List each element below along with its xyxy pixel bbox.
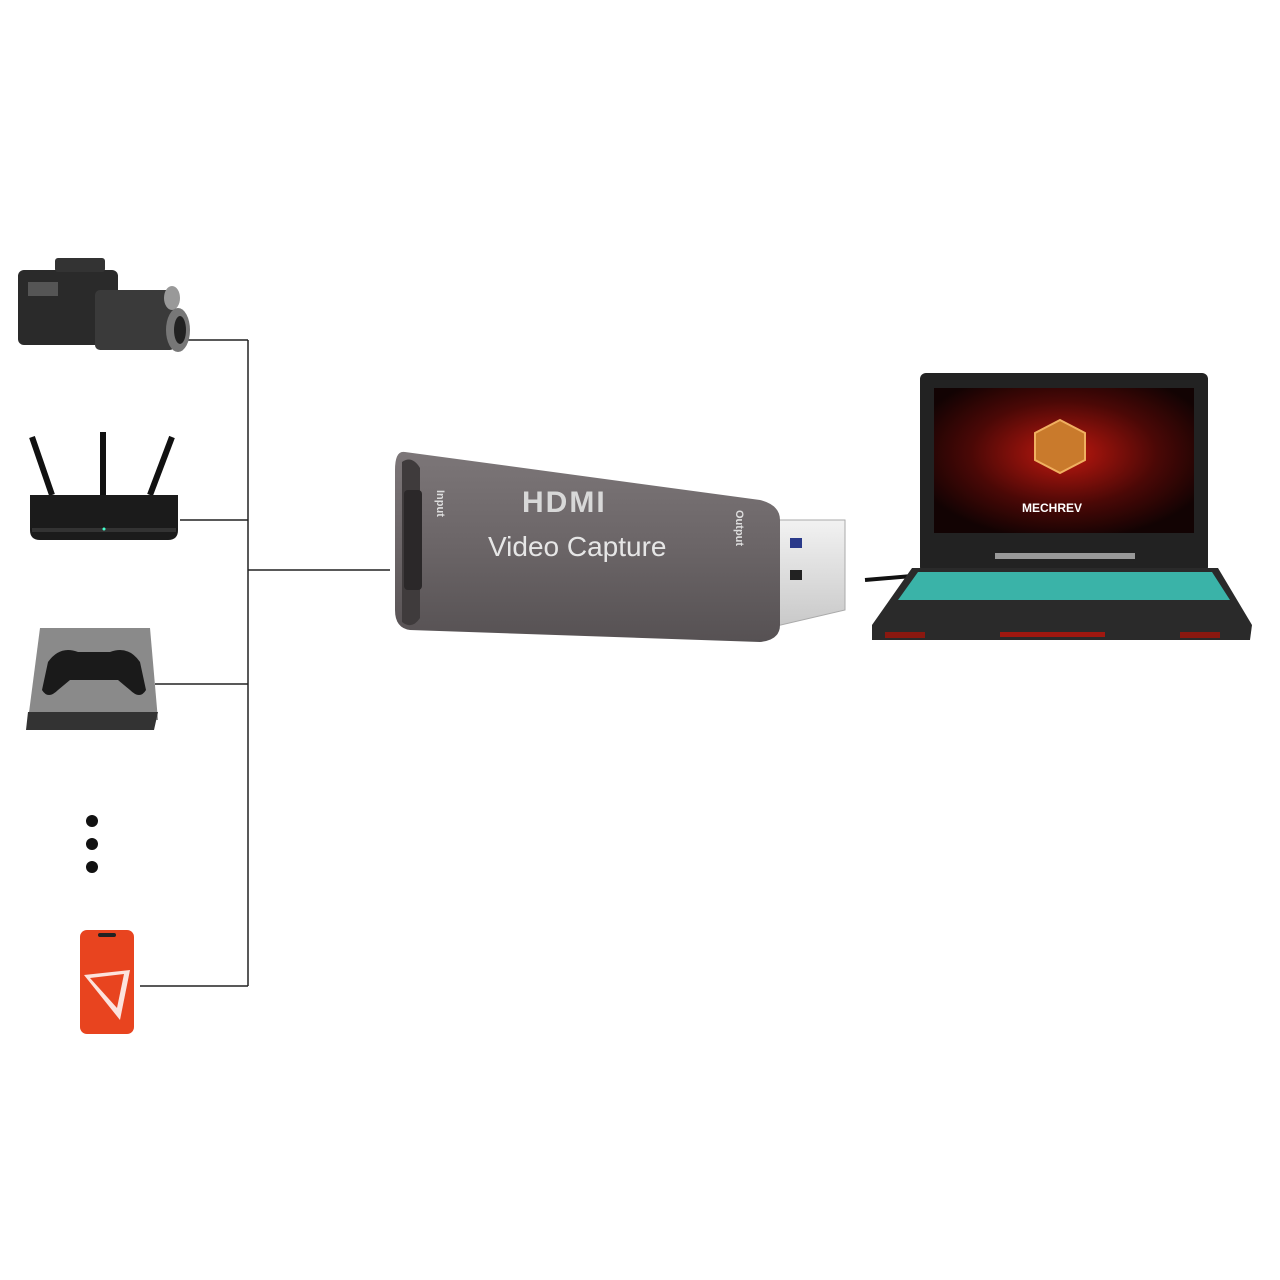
connector-lines — [140, 339, 390, 987]
camcorder-icon — [18, 258, 190, 352]
laptop-cable — [864, 574, 913, 582]
brand-logo: HDMI — [522, 486, 607, 519]
input-label: Input — [434, 490, 446, 517]
hdmi-capture-device: HDMI Video Capture Input Output — [395, 451, 846, 642]
router-icon — [29, 432, 178, 540]
output-label: Output — [733, 510, 745, 546]
screen-brand: MECHREV — [1022, 501, 1082, 515]
laptop: MECHREV — [864, 373, 1252, 640]
more-devices-icon — [86, 815, 98, 873]
game-console-icon — [26, 628, 158, 730]
keyboard-backlight — [898, 572, 1230, 600]
smartphone-icon — [80, 930, 134, 1034]
device-title: Video Capture — [488, 531, 667, 562]
